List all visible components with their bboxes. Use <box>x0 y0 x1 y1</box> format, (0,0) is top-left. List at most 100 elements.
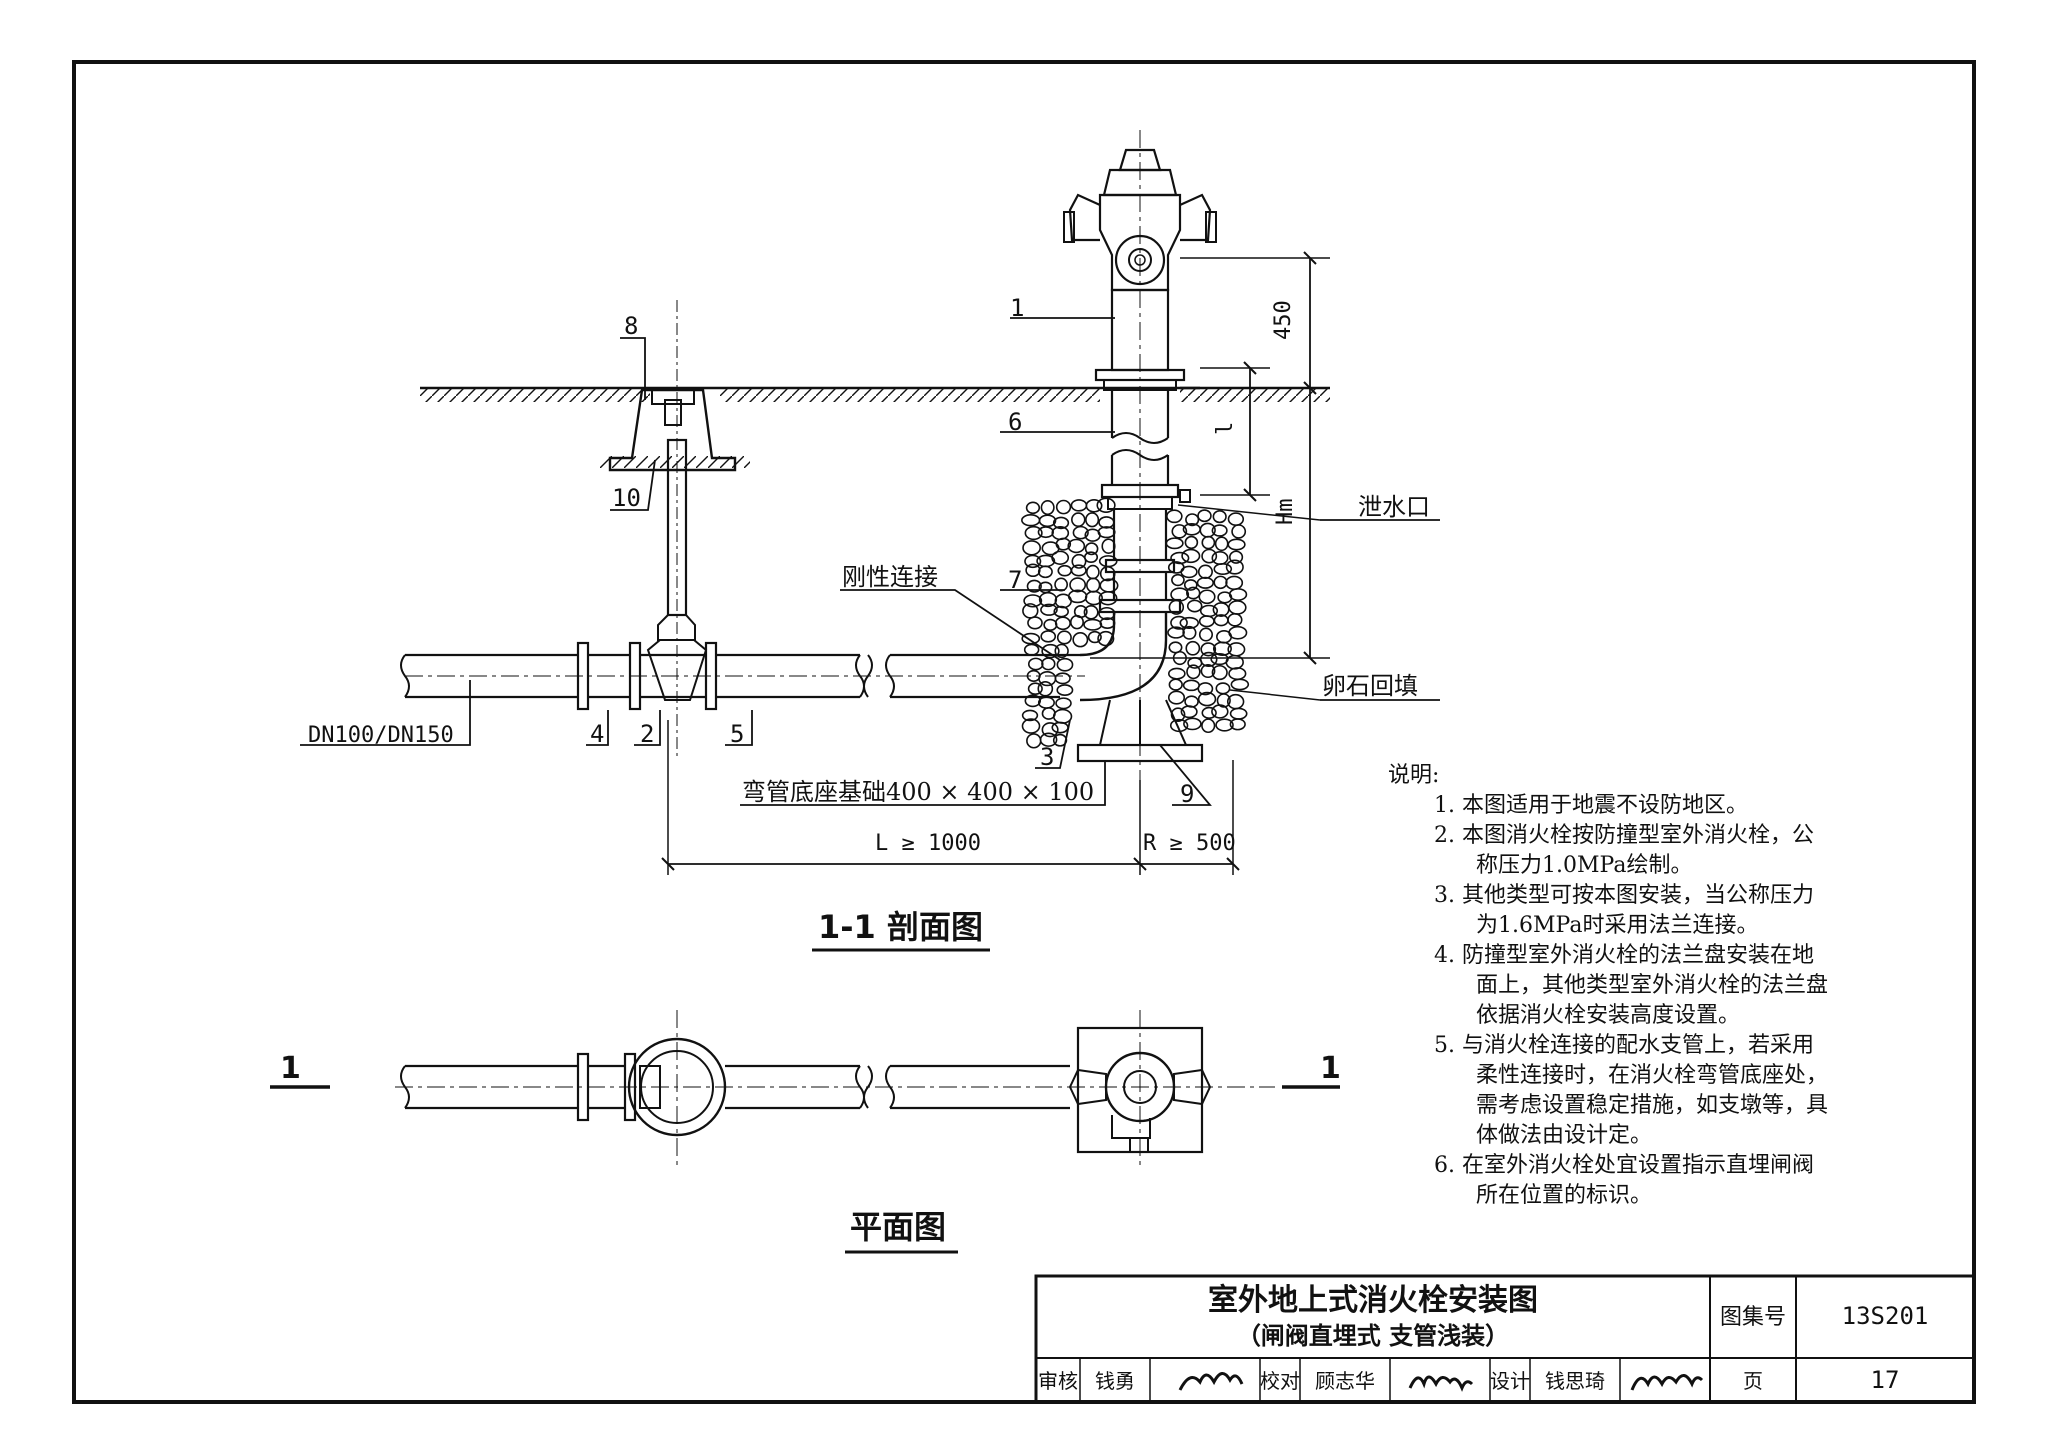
gravel-pebble <box>1213 562 1233 575</box>
designer-name: 钱思琦 <box>1545 1369 1605 1393</box>
drawing-title: 室外地上式消火栓安装图 <box>1208 1283 1538 1318</box>
gravel-pebble <box>1072 632 1089 648</box>
gravel-pebble <box>1211 664 1228 681</box>
gravel-pebble <box>1196 576 1214 589</box>
gravel-pebble <box>1051 721 1069 734</box>
gravel-pebble <box>1225 575 1244 591</box>
gravel-pebble <box>1212 641 1232 657</box>
gravel-pebble <box>1070 614 1084 630</box>
ground-line <box>420 386 1330 468</box>
gravel-pebble <box>1085 512 1100 528</box>
gravel-pebble <box>1166 509 1183 524</box>
gravel-pebble <box>1040 630 1057 643</box>
dim-450-label: 450 <box>1271 300 1296 340</box>
gravel-pebble <box>1214 536 1229 552</box>
gravel-label: 卵石回填 <box>1322 672 1418 700</box>
gravel-pebble <box>1199 651 1218 668</box>
gravel-pebble <box>1229 718 1246 731</box>
gravel-pebble <box>1025 563 1041 578</box>
gravel-pebble <box>1197 509 1212 523</box>
callout-5: 5 <box>730 720 744 748</box>
gravel-pebble <box>1179 616 1200 629</box>
gravel-pebble <box>1024 554 1042 569</box>
gravel-pebble <box>1055 697 1072 710</box>
gravel-pebble <box>1087 630 1102 644</box>
base-label: 弯管底座基础400 × 400 × 100 <box>742 778 1094 806</box>
dim-L-label: L ≥ 1000 <box>875 831 981 856</box>
gravel-pebble <box>1229 707 1248 720</box>
note-line: 依据消火栓安装高度设置。 <box>1476 1003 1740 1028</box>
gravel-pebble <box>1201 548 1218 564</box>
gravel-pebble <box>1023 594 1043 608</box>
gravel-pebble <box>1057 564 1073 577</box>
gravel-pebble <box>1054 577 1069 592</box>
leader-lines <box>300 317 1440 806</box>
gravel-pebble <box>1070 564 1087 577</box>
checker-signature <box>1408 1375 1474 1392</box>
note-line: 为1.6MPa时采用法兰连接。 <box>1476 913 1758 938</box>
gravel-pebble <box>1027 657 1044 671</box>
gravel-pebble <box>1171 524 1188 539</box>
gravel-pebble <box>1026 733 1042 749</box>
gravel-pebble <box>1070 499 1088 512</box>
gravel-pebble <box>1211 524 1228 537</box>
gravel-pebble <box>1083 605 1099 620</box>
callout-1: 1 <box>1010 294 1024 322</box>
gravel-pebble <box>1215 682 1231 695</box>
gravel-pebble <box>1201 718 1216 734</box>
gravel-pebble <box>1021 718 1041 734</box>
gravel-pebble <box>1165 537 1184 550</box>
gravel-pebble <box>1211 550 1229 565</box>
main-pipe <box>400 641 1085 711</box>
gravel-pebble <box>1069 577 1087 593</box>
gravel-pebble <box>1230 678 1250 691</box>
gravel-pebble <box>1096 497 1116 513</box>
design-label: 设计 <box>1490 1369 1530 1393</box>
gravel-pebble <box>1197 564 1213 579</box>
gravel-pebble <box>1186 599 1203 613</box>
note-line: 2. 本图消火栓按防撞型室外消火栓，公 <box>1434 823 1814 848</box>
gravel-pebble <box>1067 538 1086 554</box>
reviewer-signature <box>1178 1372 1244 1391</box>
gravel-pebble <box>1084 590 1103 606</box>
gravel-pebble <box>1056 684 1074 696</box>
gravel-pebble <box>1037 681 1054 697</box>
gravel-pebble <box>1186 664 1201 680</box>
gravel-pebble <box>1171 573 1185 587</box>
dimension-lines <box>661 251 1330 875</box>
gravel-pebble <box>1056 630 1072 645</box>
gravel-pebble <box>1021 514 1041 527</box>
gravel-pebble <box>1040 603 1058 616</box>
note-line: 体做法由设计定。 <box>1476 1123 1652 1148</box>
gravel-pebble <box>1039 732 1058 747</box>
callout-6: 6 <box>1008 408 1022 436</box>
valve-box <box>608 300 737 760</box>
note-line: 4. 防撞型室外消火栓的法兰盘安装在地 <box>1434 943 1814 968</box>
gravel-pebble <box>1228 625 1248 640</box>
gravel-pebble <box>1225 559 1244 575</box>
atlas-number: 13S201 <box>1842 1302 1929 1330</box>
dim-l-label: l <box>1213 422 1238 435</box>
section-marker-left: 1 <box>280 1051 301 1086</box>
gravel-pebble <box>1026 579 1042 593</box>
gravel-pebble <box>1052 516 1070 530</box>
gravel-pebble <box>1182 679 1200 692</box>
note-line: 1. 本图适用于地震不设防地区。 <box>1434 793 1748 818</box>
gravel-pebble <box>1024 525 1043 541</box>
rigid-connection-label: 刚性连接 <box>842 563 938 591</box>
gravel-pebble <box>1084 542 1099 556</box>
gravel-pebble <box>1185 640 1201 656</box>
note-line: 称压力1.0MPa绘制。 <box>1476 853 1692 878</box>
base-block <box>1076 743 1204 763</box>
gravel-pebble <box>1085 499 1103 513</box>
gravel-pebble <box>1025 501 1041 515</box>
sheet-border <box>72 60 1976 1404</box>
gravel-pebble <box>1227 613 1243 627</box>
gravel-pebble <box>1055 499 1072 515</box>
gravel-pebble <box>1180 705 1198 719</box>
gravel-pebble <box>1167 626 1185 639</box>
gravel-pebble <box>1083 551 1099 564</box>
gravel-pebble <box>1071 553 1087 569</box>
callout-7: 7 <box>1008 566 1022 594</box>
gravel-pebble <box>1216 693 1231 708</box>
